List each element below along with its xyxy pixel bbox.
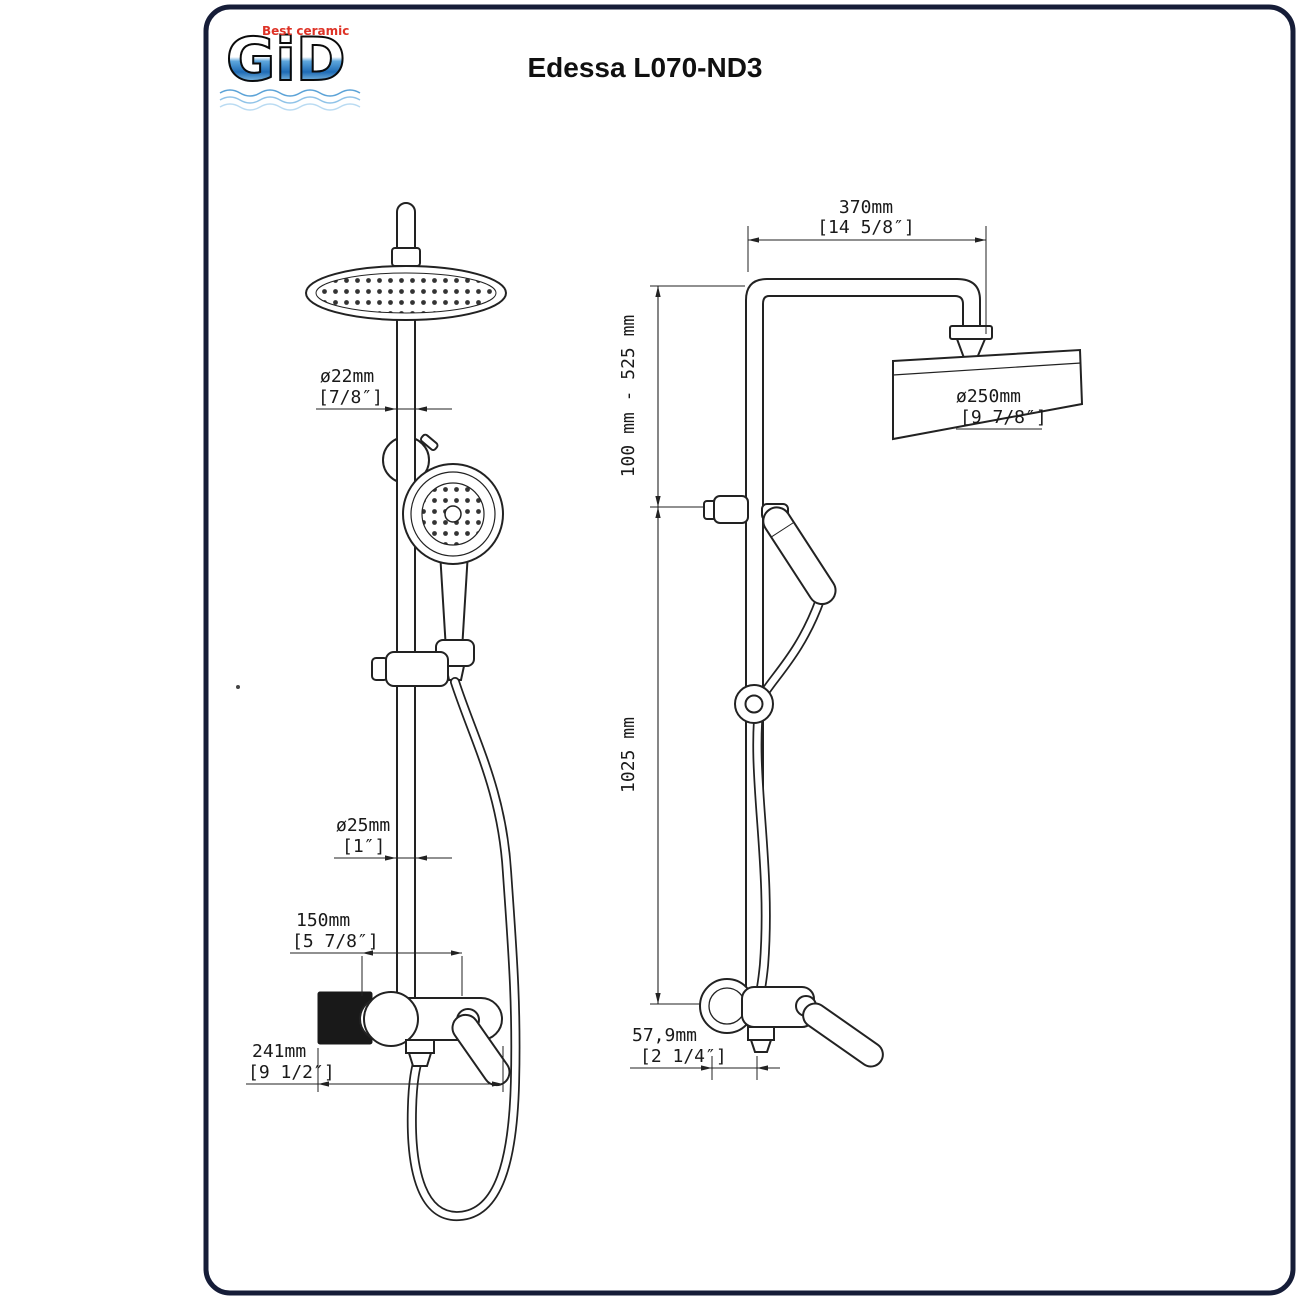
dim-side-wall-offset: 57,9mm [2 1/4″]	[630, 1025, 780, 1080]
dim-label-inch: [5 7/8″]	[292, 931, 379, 952]
dim-label: 150mm	[296, 910, 350, 931]
mixer-front	[317, 991, 511, 1087]
dim-front-column-pipe: ø25mm [1″]	[334, 815, 452, 861]
dim-label: 241mm	[252, 1041, 306, 1062]
shower-hose	[406, 677, 521, 1222]
head-fitting	[391, 247, 421, 267]
dim-label-inch: [14 5/8″]	[817, 217, 915, 238]
stray-mark	[236, 685, 240, 689]
water-waves-icon	[219, 89, 361, 111]
dim-side-head-diameter: ø250mm [9 7/8″]	[956, 386, 1047, 430]
brand-logo: Best ceramic GiD	[219, 18, 376, 111]
hand-shower-handle	[438, 551, 470, 651]
diverter-knob	[419, 433, 439, 451]
dim-label: ø250mm	[956, 386, 1021, 407]
dim-label: 370mm	[839, 197, 893, 218]
logo-tagline: Best ceramic	[262, 24, 350, 38]
hand-shower-head	[402, 463, 504, 565]
drawing-title: Edessa L070-ND3	[527, 52, 763, 83]
dim-side-arm-length: 370mm [14 5/8″]	[747, 197, 987, 334]
rain-shower-nozzles	[315, 272, 497, 314]
dim-label-inch: [7/8″]	[318, 387, 383, 408]
dim-side-vertical: 100 mm - 525 mm 1025 mm	[618, 285, 745, 1005]
side-view: ø250mm [9 7/8″] 370mm [14 5/8″] 100 mm -…	[618, 197, 1084, 1080]
dim-label: ø22mm	[320, 366, 374, 387]
dim-adjustable-range: 100 mm - 525 mm	[618, 315, 639, 478]
dim-front-top-pipe: ø22mm [7/8″]	[316, 366, 452, 412]
dim-label-inch: [2 1/4″]	[640, 1046, 727, 1067]
front-view: ø22mm [7/8″] ø25mm [1″] 150mm [5 7/8″]	[246, 202, 521, 1222]
mixer-lever	[451, 1013, 511, 1087]
logo-text: GiD	[225, 29, 376, 91]
slider-clamp	[385, 651, 449, 687]
dim-front-mixer-width: 241mm [9 1/2″]	[246, 1041, 504, 1092]
dim-label: 57,9mm	[632, 1025, 697, 1046]
dim-column-height: 1025 mm	[618, 717, 639, 793]
page-border	[203, 4, 1296, 1296]
shower-column-pipe	[396, 202, 416, 999]
dim-label-inch: [9 7/8″]	[960, 407, 1047, 428]
dim-front-inlet-spacing: 150mm [5 7/8″]	[290, 910, 463, 996]
dim-label-inch: [9 1/2″]	[248, 1062, 335, 1083]
mixer-side	[699, 978, 884, 1068]
dim-label-inch: [1″]	[342, 836, 385, 857]
hand-shower-side	[762, 506, 837, 606]
slider-clamp-side	[713, 495, 749, 524]
dim-label: ø25mm	[336, 815, 390, 836]
mixer-lever-side	[802, 1002, 884, 1068]
